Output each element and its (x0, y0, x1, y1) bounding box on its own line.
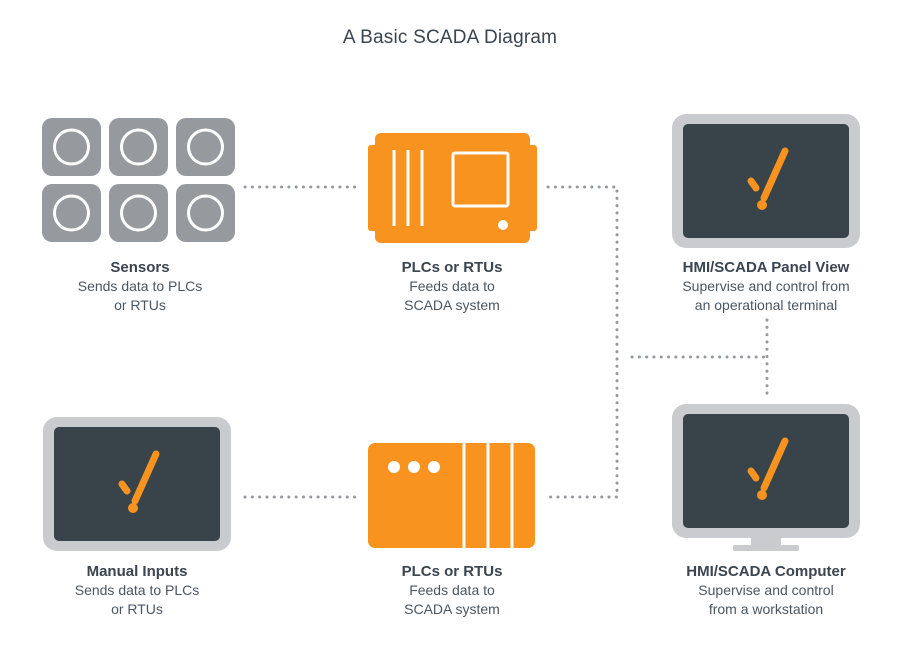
hmi-panel-name: HMI/SCADA Panel View (682, 259, 850, 276)
hmi-computer-label: HMI/SCADA Computer Supervise and control… (646, 562, 886, 619)
plc-icon (368, 133, 537, 243)
sensors-desc-line1: Sends data to PLCs (77, 278, 203, 294)
plc-bottom-desc-line1: Feeds data to (409, 582, 495, 598)
manual-inputs-desc-line2: or RTUs (111, 601, 163, 617)
connector-plc-top-bus (546, 185, 619, 499)
plc-top-name: PLCs or RTUs (401, 259, 503, 276)
plc-bottom-desc-line2: SCADA system (404, 601, 500, 617)
manual-inputs-desc-line1: Sends data to PLCs (74, 582, 200, 598)
hmi-computer-desc-line1: Supervise and control (698, 582, 834, 598)
hmi-panel-desc-line1: Supervise and control from (682, 278, 850, 294)
hmi-panel-desc-line2: an operational terminal (694, 297, 838, 313)
manual-inputs-label: Manual Inputs Sends data to PLCs or RTUs (37, 562, 237, 619)
panel-monitor-icon (672, 114, 860, 248)
sensors-name: Sensors (110, 259, 170, 276)
diagram-title: A Basic SCADA Diagram (342, 27, 558, 48)
rtu-icon (368, 443, 535, 548)
hmi-computer-desc-line2: from a workstation (708, 601, 824, 617)
plc-bottom-label: PLCs or RTUs Feeds data to SCADA system (352, 562, 552, 619)
plc-top-label: PLCs or RTUs Feeds data to SCADA system (352, 258, 552, 315)
monitor-icon (43, 417, 231, 551)
plc-top-desc-line2: SCADA system (404, 297, 500, 313)
computer-monitor-icon (672, 404, 860, 551)
sensors-label: Sensors Sends data to PLCs or RTUs (40, 258, 240, 315)
hmi-panel-label: HMI/SCADA Panel View Supervise and contr… (646, 258, 886, 315)
manual-inputs-name: Manual Inputs (86, 563, 188, 580)
sensor-grid-icon (42, 118, 235, 242)
hmi-computer-name: HMI/SCADA Computer (686, 563, 846, 580)
sensors-desc-line2: or RTUs (114, 297, 166, 313)
plc-top-desc-line1: Feeds data to (409, 278, 495, 294)
plc-bottom-name: PLCs or RTUs (401, 563, 503, 580)
